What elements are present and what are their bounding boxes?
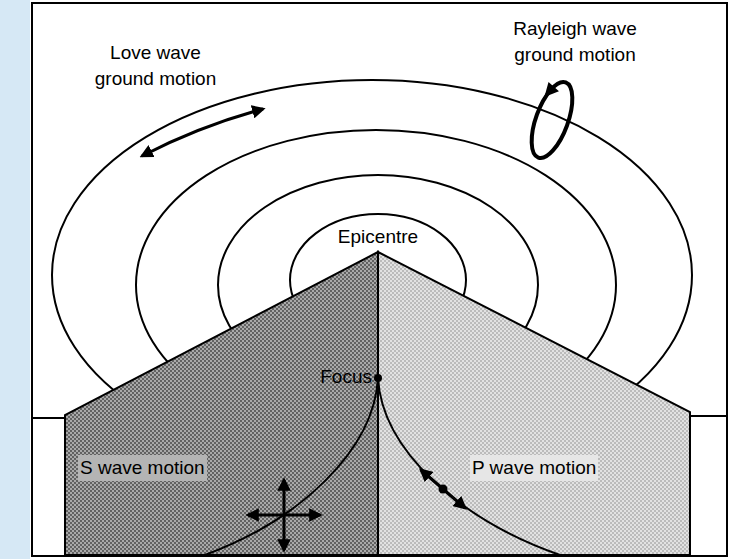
frame bbox=[32, 3, 727, 556]
wave-label: S wave motion bbox=[78, 455, 207, 481]
particle-dot bbox=[439, 485, 448, 494]
arrowhead bbox=[543, 82, 561, 101]
wave-label: Rayleigh wave ground motion bbox=[505, 16, 645, 67]
focus-dot bbox=[374, 374, 382, 382]
p-wave-arrow bbox=[421, 470, 465, 508]
crust-face bbox=[65, 252, 378, 555]
ground-line bbox=[690, 415, 727, 417]
ray-path bbox=[205, 378, 378, 555]
rayleigh-loop bbox=[523, 77, 580, 163]
crust-face bbox=[378, 252, 690, 555]
ground-line bbox=[32, 417, 65, 419]
point-label: Focus bbox=[300, 364, 372, 390]
s-wave-arrow bbox=[283, 480, 286, 550]
wave-label: Love wave ground motion bbox=[88, 40, 223, 91]
wave-label: P wave motion bbox=[470, 455, 598, 481]
point-label: Epicentre bbox=[318, 224, 438, 250]
love-wave-arrow bbox=[142, 109, 263, 156]
side-strip bbox=[0, 0, 30, 559]
